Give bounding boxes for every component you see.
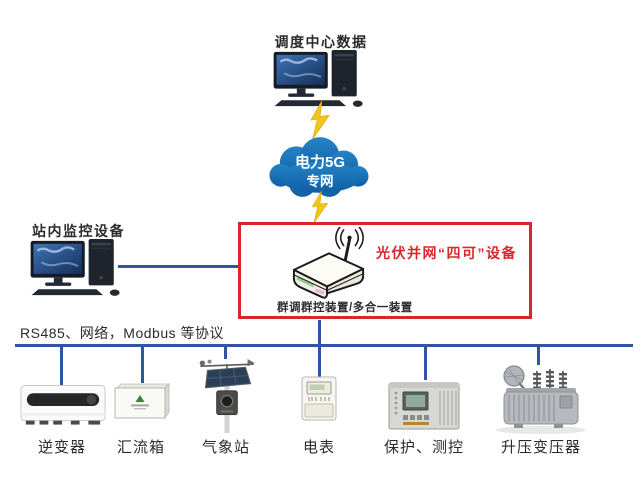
device-label: 逆变器 [37,439,86,456]
dispatch-center-title: 调度中心数据 [274,34,368,50]
protocol-bus-line [15,344,633,347]
transformer-icon [492,363,590,435]
station-to-gateway-link [118,265,238,268]
gateway-device-label: 群调群控装置/多合一装置 [277,302,413,314]
protection-device-icon [388,379,460,433]
gateway-title: 光伏并网“四可”设备 [376,245,517,261]
cloud-icon [263,134,377,200]
station-monitor-title: 站内监控设备 [32,223,125,239]
meter-icon [300,376,338,422]
weather-station-icon [196,357,258,435]
dispatch-computer-icon [272,50,370,108]
lightning-icon [306,101,334,139]
device-label: 气象站 [201,439,250,456]
device-label: 保护、测控 [383,439,464,456]
device-label: 电表 [302,439,335,456]
combiner-box-icon [113,382,171,422]
lightning-icon [307,191,333,223]
bus-drop-protection [424,346,427,380]
bus-drop-inverter [60,346,63,385]
protocol-label: RS485、网络，Modbus 等协议 [20,325,225,341]
device-label: 汇流箱 [116,439,165,456]
station-computer-icon [28,239,128,297]
gateway-box [238,222,532,319]
router-icon [286,227,374,305]
bus-drop-weather [224,346,227,359]
bus-drop-transformer [537,346,540,365]
inverter-icon [20,384,106,428]
device-label: 升压变压器 [500,439,581,456]
gateway-to-meter-line [318,320,321,377]
cloud-label-line2: 专网 [306,174,334,189]
cloud-label-line1: 电力5G [294,154,345,171]
bus-drop-combiner [141,346,144,383]
